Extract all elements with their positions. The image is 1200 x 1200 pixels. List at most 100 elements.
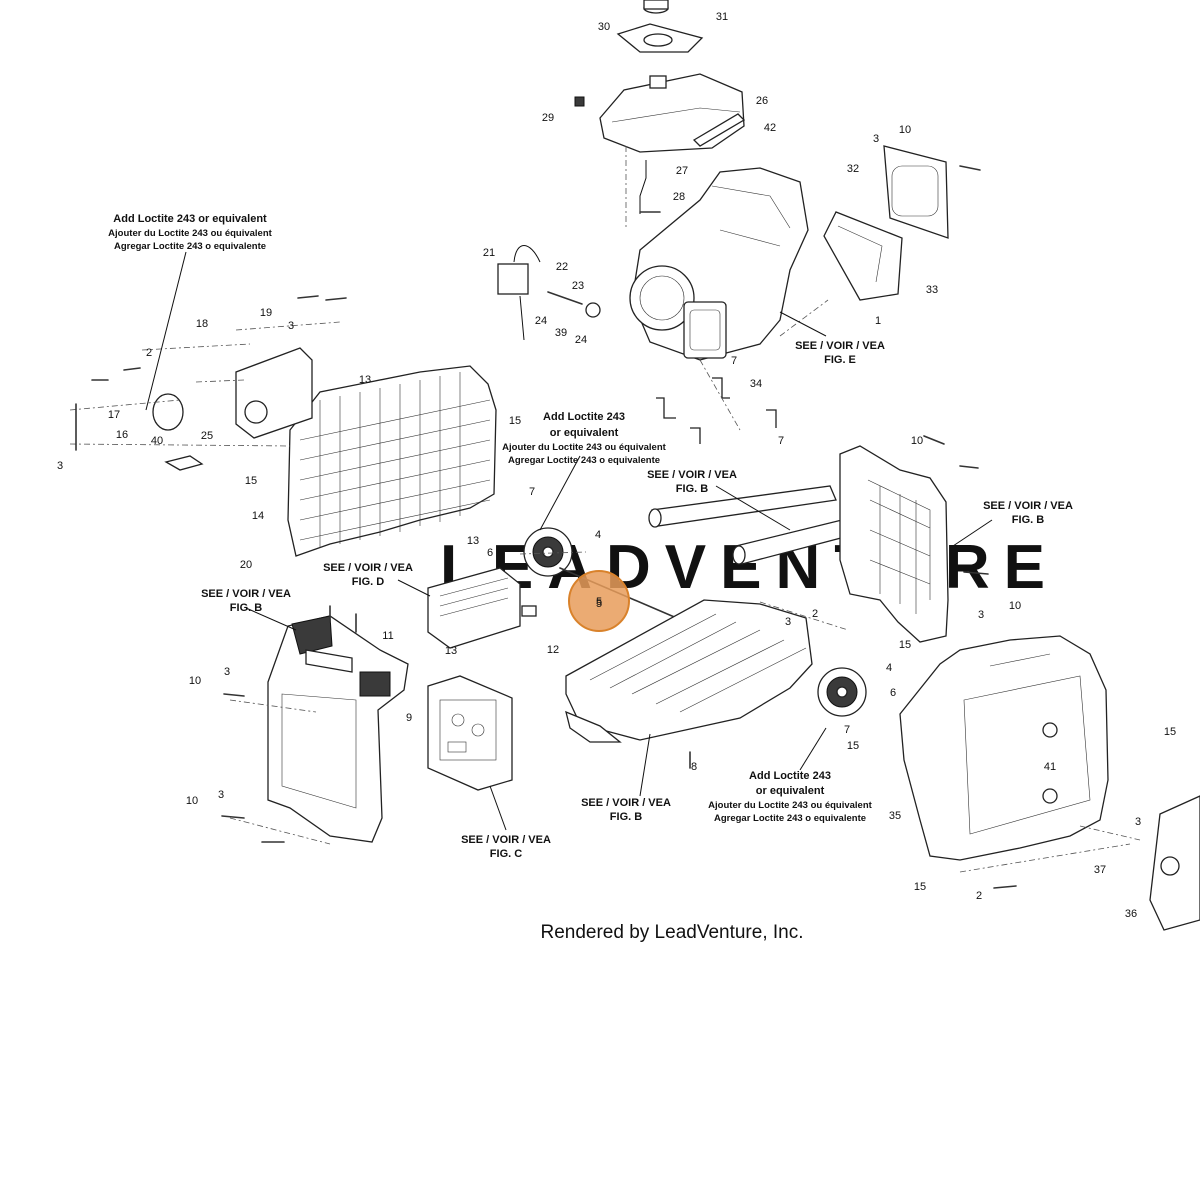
left-side-cover <box>287 365 497 557</box>
callout-9[interactable]: 9 <box>406 712 412 724</box>
callout-23[interactable]: 23 <box>572 280 584 292</box>
callout-1[interactable]: 1 <box>875 315 881 327</box>
see-ref-label[interactable]: SEE / VOIR / VEA <box>983 500 1073 512</box>
footer-credit: Rendered by LeadVenture, Inc. <box>540 922 803 943</box>
callout-10[interactable]: 10 <box>899 124 911 136</box>
callout-10[interactable]: 10 <box>189 675 201 687</box>
callout-3[interactable]: 3 <box>218 789 224 801</box>
callout-24[interactable]: 24 <box>575 334 587 346</box>
see-ref-figure[interactable]: FIG. B <box>230 602 262 614</box>
engine-assembly <box>629 167 809 361</box>
see-ref-figure[interactable]: FIG. B <box>1012 514 1044 526</box>
note-line: Ajouter du Loctite 243 ou équivalent <box>108 228 272 239</box>
callout-7[interactable]: 7 <box>778 435 784 447</box>
callout-15[interactable]: 15 <box>245 475 257 487</box>
callout-13[interactable]: 13 <box>445 645 457 657</box>
right-side-cover <box>899 635 1109 861</box>
see-ref-figure[interactable]: FIG. B <box>676 483 708 495</box>
highlight-label[interactable]: 5 <box>596 596 602 608</box>
callout-3[interactable]: 3 <box>978 609 984 621</box>
see-ref-label[interactable]: SEE / VOIR / VEA <box>461 834 551 846</box>
callout-10[interactable]: 10 <box>1009 600 1021 612</box>
callout-8[interactable]: 8 <box>691 761 697 773</box>
callout-15[interactable]: 15 <box>1164 726 1176 738</box>
callout-7[interactable]: 7 <box>844 724 850 736</box>
callout-3[interactable]: 3 <box>57 460 63 472</box>
callout-3[interactable]: 3 <box>288 320 294 332</box>
callout-34[interactable]: 34 <box>750 378 762 390</box>
callout-36[interactable]: 36 <box>1125 908 1137 920</box>
callout-40[interactable]: 40 <box>151 435 163 447</box>
see-ref-label[interactable]: SEE / VOIR / VEA <box>647 469 737 481</box>
callout-numbers: 3031264229272831032331212223243924734719… <box>57 11 1176 920</box>
note-line: Agregar Loctite 243 o equivalente <box>508 455 660 466</box>
callout-6[interactable]: 6 <box>890 687 896 699</box>
see-references: SEE / VOIR / VEA FIG. E SEE / VOIR / VEA FI… <box>201 340 1073 860</box>
see-ref-figure[interactable]: FIG. C <box>490 848 522 860</box>
callout-13[interactable]: 13 <box>359 374 371 386</box>
see-ref-figure[interactable]: FIG. E <box>824 354 856 366</box>
wheel-left <box>523 527 573 577</box>
callout-25[interactable]: 25 <box>201 430 213 442</box>
engine-mount-brackets <box>656 377 777 444</box>
see-ref-label[interactable]: SEE / VOIR / VEA <box>795 340 885 352</box>
callout-31[interactable]: 31 <box>716 11 728 23</box>
callout-13[interactable]: 13 <box>467 535 479 547</box>
callout-39[interactable]: 39 <box>555 327 567 339</box>
rear-frame <box>839 445 949 643</box>
callout-4[interactable]: 4 <box>886 662 892 674</box>
callout-3[interactable]: 3 <box>1135 816 1141 828</box>
see-ref-figure[interactable]: FIG. D <box>352 576 384 588</box>
callout-22[interactable]: 22 <box>556 261 568 273</box>
callout-12[interactable]: 12 <box>547 644 559 656</box>
callout-41[interactable]: 41 <box>1044 761 1056 773</box>
callout-2[interactable]: 2 <box>146 347 152 359</box>
callout-30[interactable]: 30 <box>598 21 610 33</box>
callout-7[interactable]: 7 <box>529 486 535 498</box>
highlight-marker[interactable] <box>568 570 630 632</box>
note-line: or equivalent <box>550 427 619 439</box>
see-ref-label[interactable]: SEE / VOIR / VEA <box>323 562 413 574</box>
callout-10[interactable]: 10 <box>911 435 923 447</box>
callout-17[interactable]: 17 <box>108 409 120 421</box>
callout-16[interactable]: 16 <box>116 429 128 441</box>
callout-15[interactable]: 15 <box>509 415 521 427</box>
see-ref-figure[interactable]: FIG. B <box>610 811 642 823</box>
callout-4[interactable]: 4 <box>595 529 601 541</box>
callout-14[interactable]: 14 <box>252 510 264 522</box>
muffler-bracket <box>823 211 903 301</box>
callout-21[interactable]: 21 <box>483 247 495 259</box>
callout-20[interactable]: 20 <box>240 559 252 571</box>
callout-32[interactable]: 32 <box>847 163 859 175</box>
callout-33[interactable]: 33 <box>926 284 938 296</box>
callout-18[interactable]: 18 <box>196 318 208 330</box>
callout-2[interactable]: 2 <box>812 608 818 620</box>
callout-24[interactable]: 24 <box>535 315 547 327</box>
callout-5[interactable]: 5 <box>596 598 602 610</box>
callout-35[interactable]: 35 <box>889 810 901 822</box>
callout-15[interactable]: 15 <box>847 740 859 752</box>
callout-11[interactable]: 11 <box>382 630 393 642</box>
callout-27[interactable]: 27 <box>676 165 688 177</box>
callout-26[interactable]: 26 <box>756 95 768 107</box>
end-cap-panel <box>1149 795 1200 931</box>
pull-start-handle <box>152 393 204 471</box>
callout-2[interactable]: 2 <box>976 890 982 902</box>
callout-3[interactable]: 3 <box>873 133 879 145</box>
callout-3[interactable]: 3 <box>785 616 791 628</box>
note-line: Ajouter du Loctite 243 ou équivalent <box>502 442 666 453</box>
callout-6[interactable]: 6 <box>487 547 493 559</box>
callout-10[interactable]: 10 <box>186 795 198 807</box>
callout-3[interactable]: 3 <box>224 666 230 678</box>
callout-37[interactable]: 37 <box>1094 864 1106 876</box>
see-ref-label[interactable]: SEE / VOIR / VEA <box>581 797 671 809</box>
callout-42[interactable]: 42 <box>764 122 776 134</box>
callout-19[interactable]: 19 <box>260 307 272 319</box>
throttle-linkage <box>497 245 601 341</box>
callout-7[interactable]: 7 <box>731 355 737 367</box>
callout-15[interactable]: 15 <box>914 881 926 893</box>
see-ref-label[interactable]: SEE / VOIR / VEA <box>201 588 291 600</box>
callout-28[interactable]: 28 <box>673 191 685 203</box>
callout-15[interactable]: 15 <box>899 639 911 651</box>
callout-29[interactable]: 29 <box>542 112 554 124</box>
